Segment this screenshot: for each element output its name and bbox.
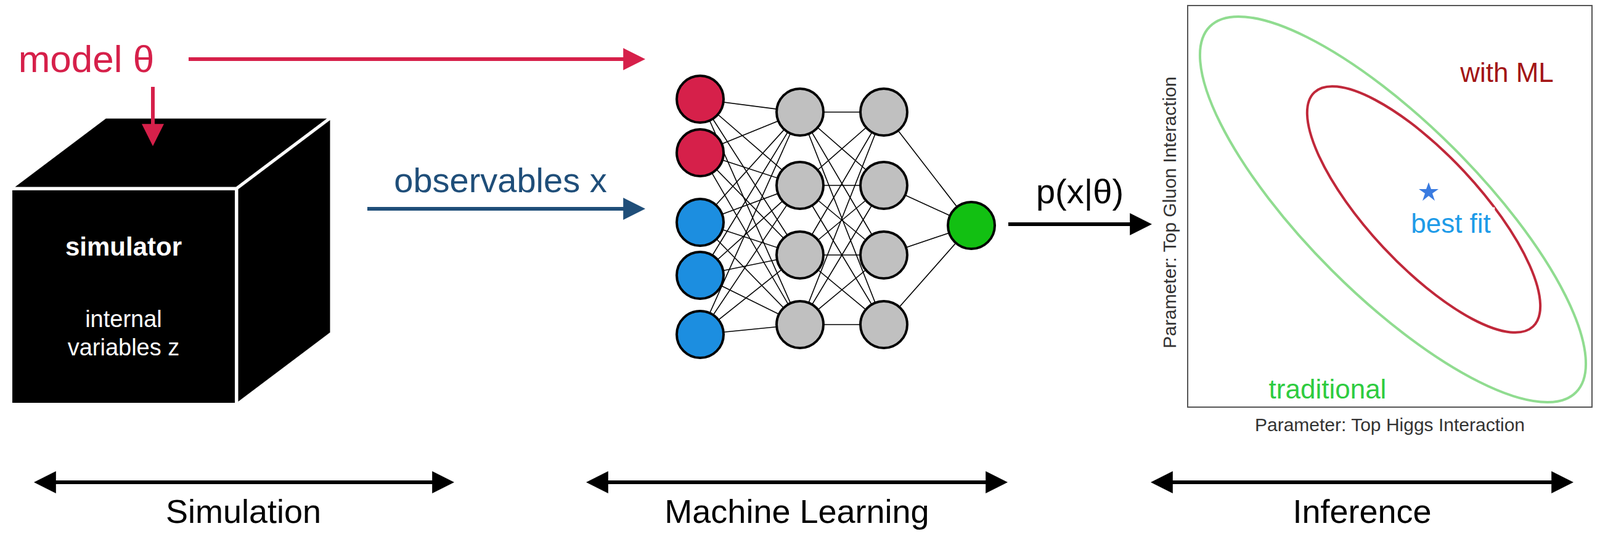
neuron (676, 252, 724, 299)
ml-contour (1273, 54, 1574, 365)
section-label: Machine Learning (664, 492, 929, 531)
section-label: Inference (1292, 492, 1432, 531)
series-label: traditional (1265, 373, 1391, 407)
traditional-contour (1188, 6, 1592, 407)
neuron (860, 231, 908, 279)
neuron (860, 162, 908, 209)
neuron (676, 75, 724, 123)
neuron (776, 88, 824, 136)
neuron (947, 202, 995, 249)
flow-arrow (367, 207, 641, 211)
flow-arrow (188, 57, 641, 62)
network-link (800, 112, 884, 325)
network-link (800, 112, 884, 325)
neuron (676, 199, 724, 246)
box-title: simulator (65, 231, 182, 263)
flow-arrow (1008, 222, 1148, 227)
neuron (776, 231, 824, 279)
cube-side (236, 117, 332, 405)
neuron (776, 162, 824, 209)
section-bracket-arrow (590, 480, 1004, 485)
plot-frame: with ML best fit traditional (1187, 4, 1593, 409)
best-fit-star (1418, 182, 1439, 201)
box-body: internal variables z (37, 305, 211, 362)
observables-label: observables x (393, 160, 608, 201)
model-label: model θ (18, 36, 155, 81)
neuron (676, 129, 724, 177)
axis-label: Parameter: Top Gluon Interaction (1159, 76, 1181, 349)
neuron (676, 311, 724, 359)
simulator-box: simulator internal variables z (10, 188, 237, 405)
neuron (860, 88, 908, 136)
neuron (860, 301, 908, 349)
section-label: Simulation (165, 492, 322, 531)
section-bracket-arrow (1155, 480, 1570, 485)
axis-label: Parameter: Top Higgs Interaction (1254, 414, 1525, 437)
likelihood-label: p(x|θ) (1036, 171, 1124, 212)
neuron (776, 301, 824, 349)
section-bracket-arrow (38, 480, 450, 485)
point-label: best fit (1407, 207, 1495, 241)
series-label: with ML (1456, 56, 1558, 90)
flow-arrow (151, 86, 155, 142)
